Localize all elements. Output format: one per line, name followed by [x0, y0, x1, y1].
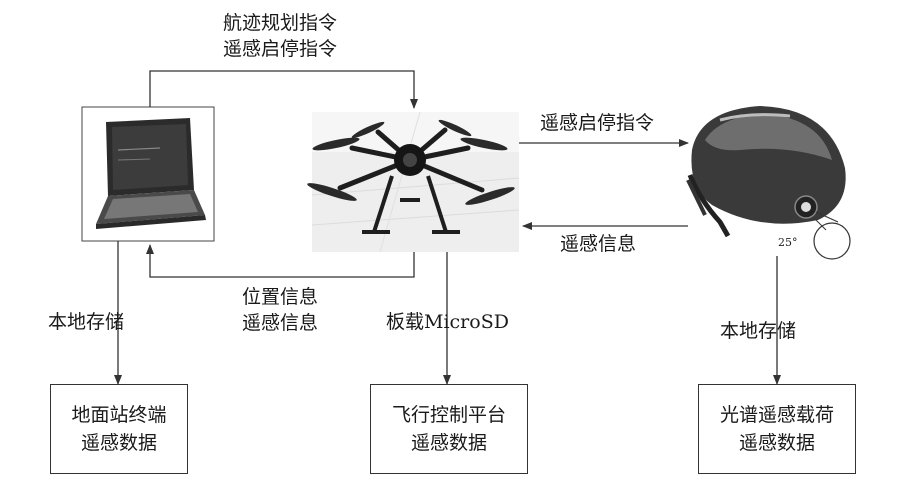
onboard-sd-label: 板载MicroSD [386, 309, 509, 335]
local-storage-right-label: 本地存储 [720, 318, 796, 344]
ground-station-title: 地面站终端 [71, 401, 166, 429]
flight-control-title: 飞行控制平台 [392, 401, 506, 429]
from-payload-label: 遥感信息 [560, 231, 636, 257]
laptop-image [82, 107, 214, 241]
remote-sensing-info-text: 遥感信息 [225, 310, 335, 336]
flight-control-box: 飞行控制平台 遥感数据 [370, 384, 528, 474]
flight-control-subtitle: 遥感数据 [411, 429, 487, 457]
local-storage-left-label: 本地存储 [48, 309, 124, 335]
route-planning-command-text: 航迹规划指令 [207, 10, 353, 36]
ground-station-subtitle: 遥感数据 [81, 429, 157, 457]
spectral-payload-subtitle: 遥感数据 [739, 429, 815, 457]
to-payload-label: 遥感启停指令 [540, 110, 654, 136]
ground-station-box: 地面站终端 遥感数据 [50, 384, 188, 474]
spectral-payload-box: 光谱遥感载荷 遥感数据 [698, 384, 856, 474]
spectral-payload-title: 光谱遥感载荷 [720, 401, 834, 429]
position-info-label: 位置信息 遥感信息 [225, 284, 335, 336]
drone-image [306, 112, 519, 252]
position-info-text: 位置信息 [225, 284, 335, 310]
view-angle-label: 25° [778, 236, 798, 249]
top-command-label: 航迹规划指令 遥感启停指令 [207, 10, 353, 62]
payload-image [688, 106, 850, 259]
remote-sensing-start-stop-text: 遥感启停指令 [207, 36, 353, 62]
